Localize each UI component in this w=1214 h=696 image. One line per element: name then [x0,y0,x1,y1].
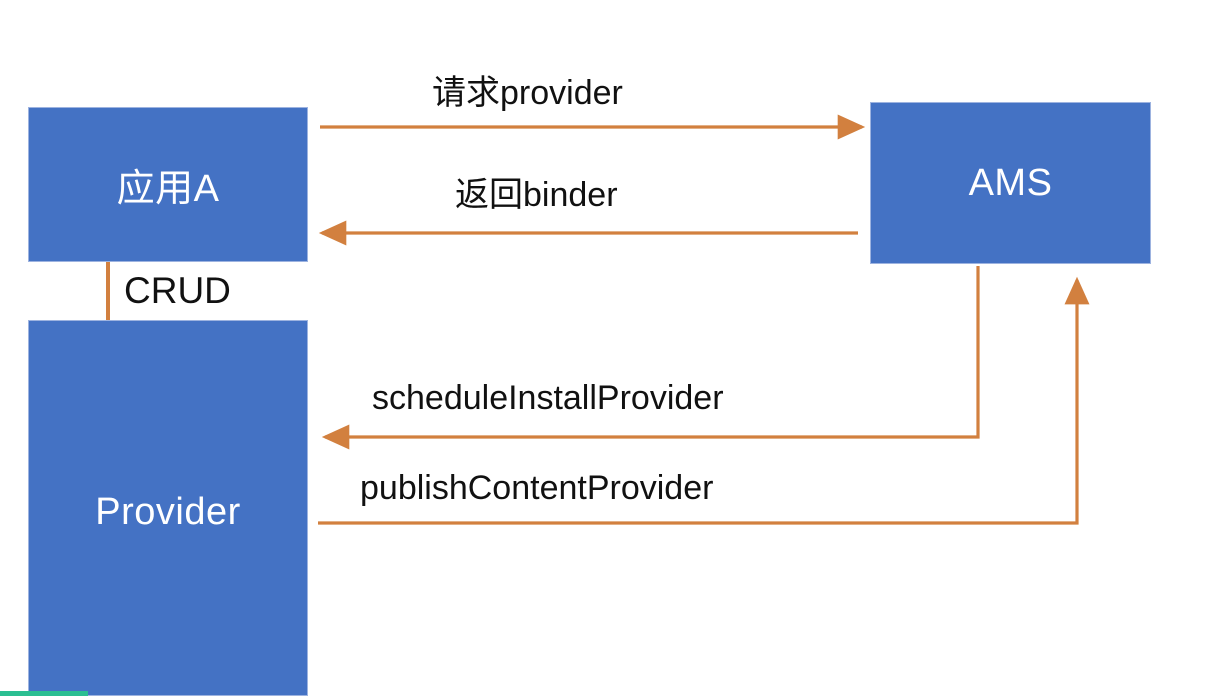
node-provider-label: Provider [95,491,241,533]
video-progress-fill [0,691,88,696]
video-progress-bar[interactable] [0,691,1214,696]
node-ams[interactable]: AMS [870,102,1151,264]
edge-label-return-binder: 返回binder [455,176,618,214]
edge-label-request-provider: 请求provider [432,74,623,112]
node-ams-label: AMS [968,161,1053,204]
edge-label-schedule-install-provider: scheduleInstallProvider [372,379,724,417]
node-provider[interactable]: Provider [28,320,308,696]
edge-label-crud: CRUD [124,270,231,311]
node-app-a[interactable]: 应用A [28,107,308,262]
edge-label-publish-content-provider: publishContentProvider [360,469,714,507]
node-app-a-label: 应用A [116,168,220,210]
